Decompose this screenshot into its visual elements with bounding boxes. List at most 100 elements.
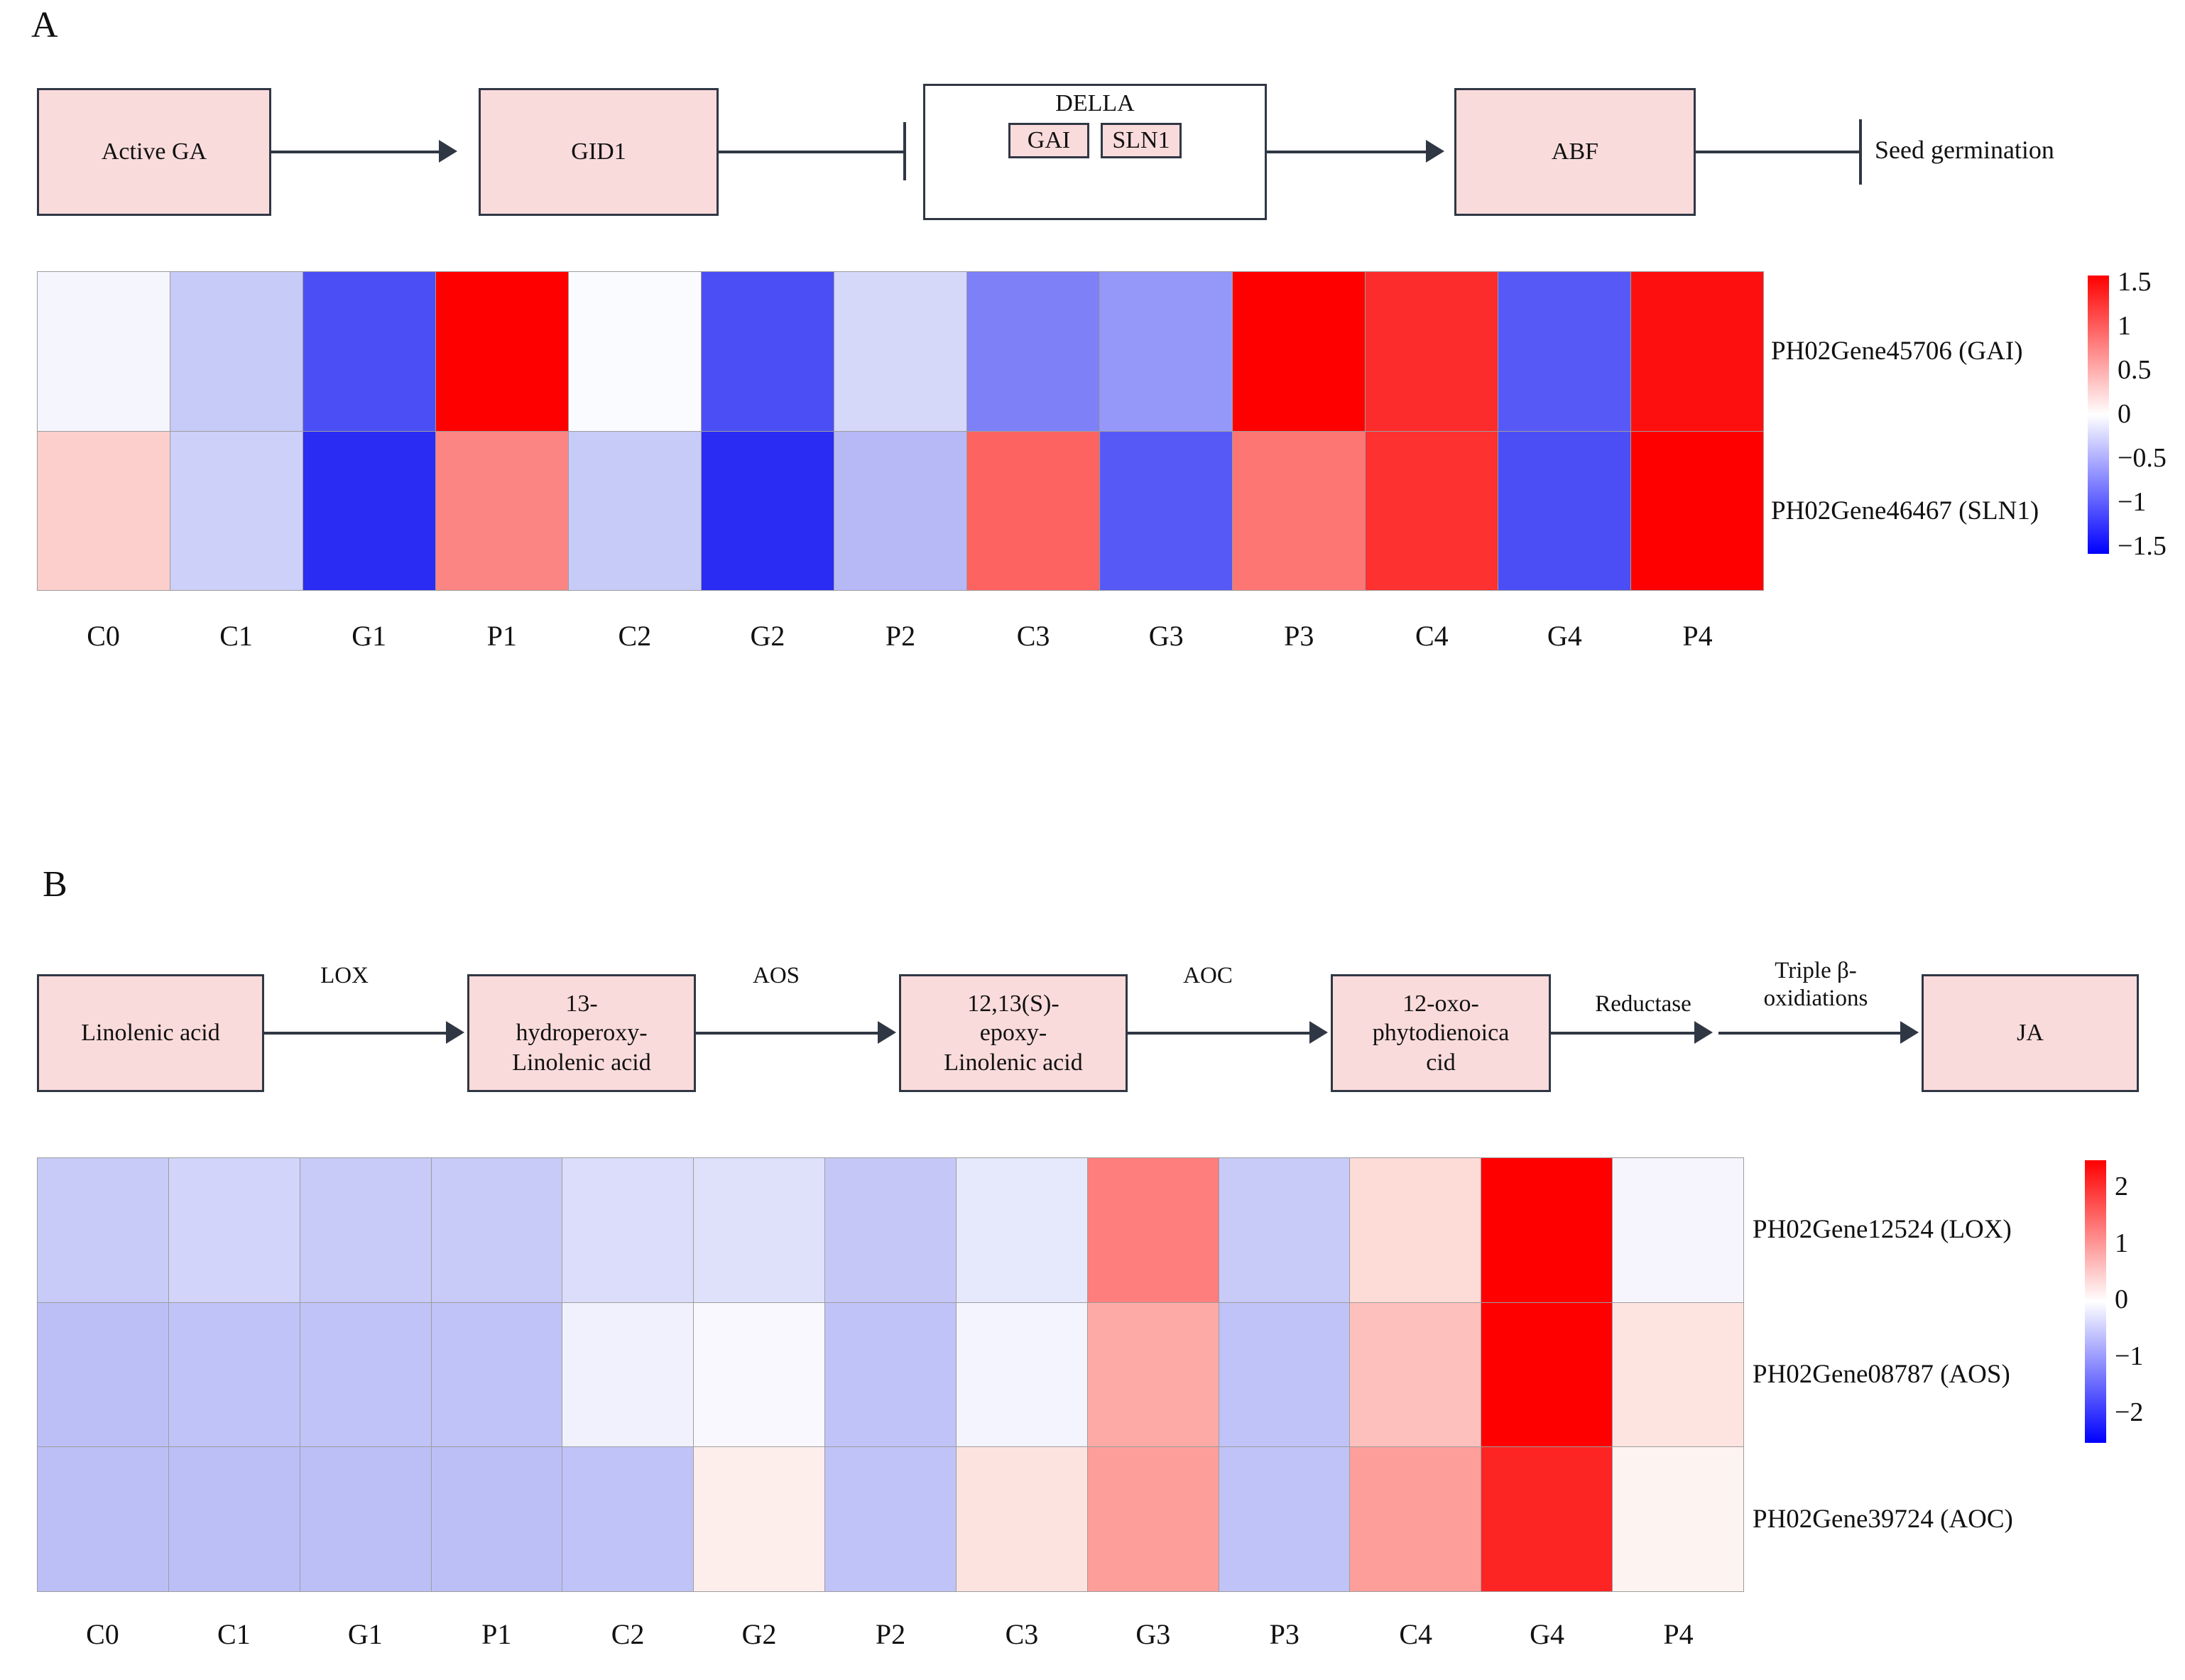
colorbar-tick-label: −2 <box>2115 1397 2144 1427</box>
heatmap-col-label: C1 <box>217 1618 251 1650</box>
edge-hydroperoxy-to-epoxy <box>696 1032 879 1035</box>
heatmap-cell <box>1366 272 1498 431</box>
pathway-node-label: 13- hydroperoxy- Linolenic acid <box>512 990 651 1076</box>
heatmap-col-label: G1 <box>347 1618 383 1650</box>
edge-label-reductase: Reductase <box>1595 991 1691 1017</box>
colorbar-tick-label: 1 <box>2118 311 2131 341</box>
pathway-node-della: DELLA GAI SLN1 <box>923 84 1267 220</box>
heatmap-row-label: PH02Gene08787 (AOS) <box>1753 1360 2010 1389</box>
heatmap-cell <box>1087 1447 1219 1591</box>
colorbar-tick-label: −1 <box>2118 487 2147 517</box>
panel-b-letter: B <box>43 864 67 905</box>
heatmap-cell <box>1481 1302 1613 1447</box>
heatmap-cell <box>702 431 834 590</box>
heatmap-cell <box>168 1158 300 1302</box>
heatmap-col-label: G4 <box>1547 620 1582 652</box>
heatmap-cell <box>1350 1158 1481 1302</box>
pathway-node-label: Active GA <box>101 138 207 165</box>
heatmap-cell <box>38 1158 168 1302</box>
heatmap-cell <box>834 431 966 590</box>
heatmap-cell <box>300 1158 431 1302</box>
heatmap-cell <box>1219 1302 1350 1447</box>
pathway-node-hydroperoxy: 13- hydroperoxy- Linolenic acid <box>467 974 696 1092</box>
heatmap-cell <box>1233 272 1365 431</box>
heatmap-row-label: PH02Gene46467 (SLN1) <box>1771 496 2039 525</box>
heatmap-col-label: P3 <box>1284 620 1314 652</box>
seed-germination-label: Seed germination <box>1875 136 2054 164</box>
heatmap-cell <box>1100 272 1232 431</box>
heatmap-cell <box>694 1447 825 1591</box>
heatmap-col-label: P4 <box>1663 1618 1694 1650</box>
pathway-node-linolenic-acid: Linolenic acid <box>37 974 264 1092</box>
edge-triple-oxidation-to-ja <box>1718 1032 1902 1035</box>
arrowhead-icon <box>1426 140 1444 163</box>
heatmap-cell <box>562 1447 694 1591</box>
heatmap-cell <box>38 1302 168 1447</box>
colorbar-tick-label: −1.5 <box>2118 531 2167 561</box>
heatmap-cell <box>168 1302 300 1447</box>
colorbar-tick-label: 0.5 <box>2118 355 2152 385</box>
pathway-node-sln1: SLN1 <box>1101 123 1182 158</box>
heatmap-cell <box>38 431 170 590</box>
heatmap-cell <box>431 1158 562 1302</box>
colorbar-tick-label: 0 <box>2115 1284 2128 1314</box>
heatmap-cell <box>825 1302 956 1447</box>
heatmap-cell <box>562 1158 694 1302</box>
edge-linolenic-to-hydroperoxy <box>264 1032 447 1035</box>
colorbar-tick-label: −0.5 <box>2118 443 2167 473</box>
heatmap-cell <box>569 272 701 431</box>
heatmap-cell <box>1366 431 1498 590</box>
heatmap-cell <box>956 1158 1087 1302</box>
colorbar-tick-label: 2 <box>2115 1172 2128 1201</box>
pathway-node-gid1: GID1 <box>479 88 719 216</box>
panel-b-heatmap <box>37 1157 1744 1592</box>
arrowhead-icon <box>878 1021 896 1044</box>
edge-active-ga-to-gid1 <box>271 151 440 153</box>
heatmap-col-label: G4 <box>1530 1618 1565 1650</box>
heatmap-col-label: G2 <box>750 620 785 652</box>
heatmap-cell <box>1481 1447 1613 1591</box>
heatmap-col-label: C2 <box>618 620 652 652</box>
heatmap-col-label: C0 <box>87 620 120 652</box>
edge-epoxy-to-opda <box>1128 1032 1311 1035</box>
heatmap-cell <box>431 1302 562 1447</box>
heatmap-cell <box>1481 1158 1613 1302</box>
colorbar-tick-label: 0 <box>2118 399 2131 429</box>
heatmap-cell <box>694 1158 825 1302</box>
inhibit-bar-icon <box>1859 119 1862 185</box>
arrowhead-icon <box>1309 1021 1328 1044</box>
heatmap-cell <box>1631 272 1763 431</box>
edge-label-lox: LOX <box>320 963 369 988</box>
heatmap-cell <box>38 272 170 431</box>
colorbar-tick-label: −1 <box>2115 1341 2144 1371</box>
heatmap-cell <box>436 431 568 590</box>
heatmap-col-label: C4 <box>1415 620 1449 652</box>
heatmap-cell <box>1631 431 1763 590</box>
edge-label-aoc: AOC <box>1183 963 1233 988</box>
heatmap-cell <box>300 1302 431 1447</box>
heatmap-col-label: P1 <box>481 1618 512 1650</box>
heatmap-cell <box>300 1447 431 1591</box>
pathway-node-gai: GAI <box>1008 123 1089 158</box>
heatmap-col-label: C3 <box>1016 620 1050 652</box>
pathway-node-epoxy: 12,13(S)- epoxy- Linolenic acid <box>899 974 1128 1092</box>
arrowhead-icon <box>446 1021 464 1044</box>
heatmap-cell <box>303 431 435 590</box>
heatmap-cell <box>1087 1158 1219 1302</box>
pathway-node-label: SLN1 <box>1112 127 1170 154</box>
heatmap-col-label: C2 <box>611 1618 645 1650</box>
heatmap-col-label: P3 <box>1269 1618 1299 1650</box>
inhibit-bar-icon <box>903 122 906 180</box>
heatmap-cell <box>38 1447 168 1591</box>
heatmap-cell <box>1100 431 1232 590</box>
edge-opda-to-triple-oxidation <box>1551 1032 1696 1035</box>
heatmap-cell <box>956 1302 1087 1447</box>
arrowhead-icon <box>439 140 457 163</box>
heatmap-cell <box>967 272 1099 431</box>
edge-abf-to-seed-germination <box>1696 151 1860 153</box>
heatmap-row-label: PH02Gene45706 (GAI) <box>1771 336 2023 366</box>
heatmap-cell <box>168 1447 300 1591</box>
heatmap-cell <box>170 272 303 431</box>
heatmap-col-label: G2 <box>741 1618 777 1650</box>
pathway-node-label: JA <box>2017 1020 2044 1047</box>
